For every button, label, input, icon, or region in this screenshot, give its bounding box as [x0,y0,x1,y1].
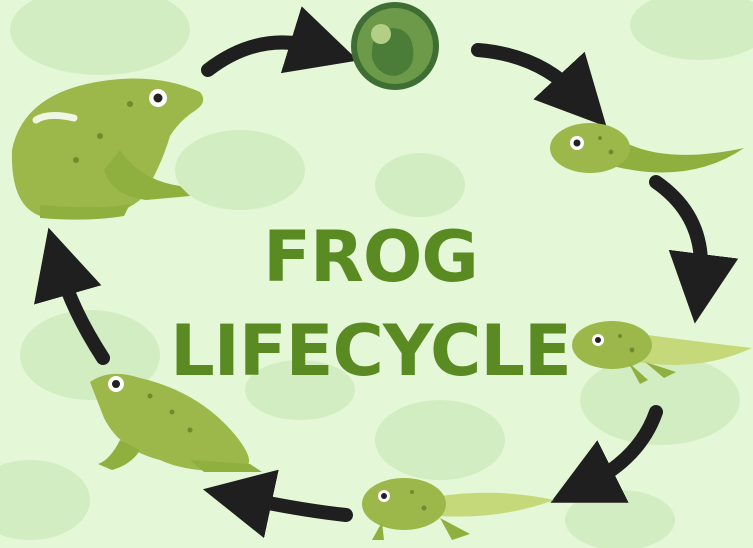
arrow-adult-to-egg [208,42,318,70]
arrow-egg-to-tadpole [478,50,578,96]
title-lifecycle: LIFECYCLE [0,310,747,392]
arrow-froglet-to-young [244,498,346,515]
tadpole-icon [550,123,744,173]
froglet-icon [362,478,554,540]
title-frog: FROG [0,216,747,298]
egg-icon [351,2,439,90]
adult-frog-icon [12,79,203,220]
